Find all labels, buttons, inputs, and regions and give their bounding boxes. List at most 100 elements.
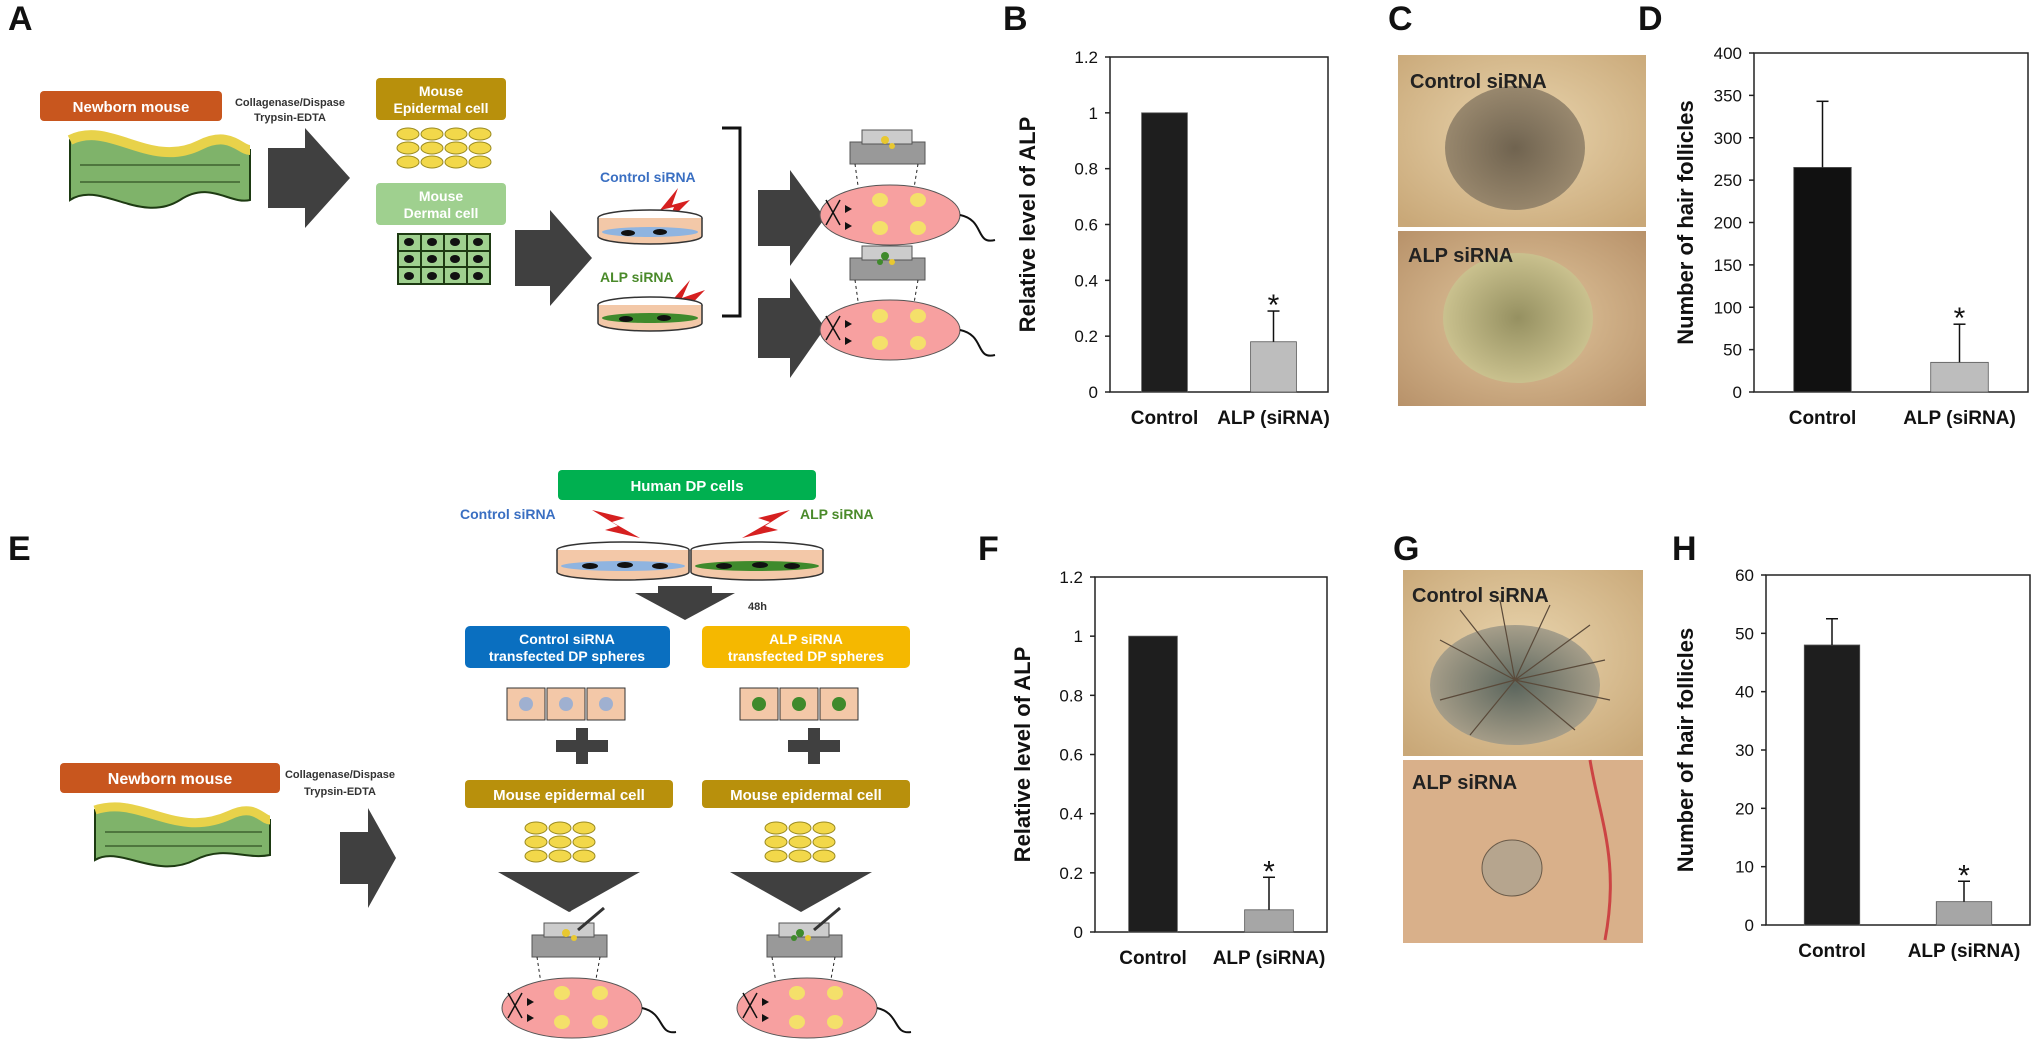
y-axis-label: Relative level of ALP	[1010, 647, 1035, 863]
y-tick-label: 0.4	[1074, 271, 1098, 290]
panel-label-g: G	[1393, 530, 1419, 568]
human-dp-box	[558, 470, 816, 500]
y-tick-label: 400	[1714, 44, 1742, 63]
photo-c: Control siRNA ALP siRNA	[1398, 55, 1646, 406]
alp-sirna-label-a: ALP siRNA	[600, 269, 674, 285]
graft-g-top	[1430, 625, 1600, 745]
skin-tissue-e	[93, 802, 272, 868]
y-tick-label: 250	[1714, 171, 1742, 190]
y-tick-label: 0.4	[1059, 805, 1083, 824]
panel-label-b: B	[1003, 0, 1028, 38]
y-tick-label: 0.2	[1074, 327, 1098, 346]
epidermal-label-a1: Mouse	[419, 83, 464, 99]
epidermal-cells-e-right	[764, 821, 836, 863]
control-sirna-label-a: Control siRNA	[600, 169, 696, 185]
newborn-mouse-box-e	[60, 763, 280, 793]
panel-label-c: C	[1388, 0, 1413, 38]
electroporation-bolt-e1	[592, 510, 640, 538]
bar-control	[1141, 112, 1188, 393]
control-spheres-label-2: transfected DP spheres	[489, 648, 645, 664]
y-tick-label: 1.2	[1059, 568, 1083, 587]
arrow-a3	[758, 170, 825, 266]
newborn-mouse-label-e: Newborn mouse	[108, 771, 233, 788]
x-category-label: ALP (siRNA)	[1908, 941, 2021, 962]
bar-control	[1793, 167, 1852, 393]
x-category-label: ALP (siRNA)	[1213, 948, 1326, 969]
epidermal-label-e-right: Mouse epidermal cell	[730, 787, 882, 804]
y-tick-label: 0	[1074, 923, 1083, 942]
plus-icon-left	[556, 728, 608, 764]
time-label: 48h	[748, 601, 767, 613]
graft-g-bottom	[1481, 839, 1543, 897]
x-category-label: ALP (siRNA)	[1217, 408, 1330, 429]
newborn-mouse-box-a	[40, 91, 222, 121]
panel-label-a: A	[8, 0, 33, 38]
bracket-a	[722, 126, 742, 318]
y-axis-label: Number of hair follicles	[1673, 100, 1698, 345]
bar-control	[1128, 635, 1178, 933]
y-tick-label: 300	[1714, 129, 1742, 148]
grafted-mouse-a2	[819, 245, 996, 361]
plus-icon-right	[788, 728, 840, 764]
panel-label-e: E	[8, 530, 31, 568]
significance-asterisk: *	[1268, 289, 1280, 322]
human-dp-label: Human DP cells	[630, 478, 743, 495]
enzyme-label-a2: Trypsin-EDTA	[254, 112, 326, 124]
significance-asterisk: *	[1954, 302, 1966, 335]
significance-asterisk: *	[1263, 855, 1275, 888]
vessel-g	[1588, 759, 1612, 941]
x-category-label: Control	[1131, 408, 1199, 429]
epidermal-cells-a	[396, 127, 492, 169]
y-tick-label: 50	[1723, 341, 1742, 360]
grafted-mouse-e2	[736, 906, 912, 1039]
dermal-label-a2: Dermal cell	[404, 205, 479, 221]
y-tick-label: 20	[1735, 799, 1754, 818]
electroporation-bolt-a1	[660, 188, 690, 222]
alp-sirna-label-e: ALP siRNA	[800, 506, 874, 522]
x-category-label: Control	[1119, 948, 1187, 969]
bar-alp	[1930, 361, 1989, 393]
y-tick-label: 0.8	[1059, 686, 1083, 705]
control-sirna-label-e: Control siRNA	[460, 506, 556, 522]
panel-label-f: F	[978, 530, 999, 568]
y-tick-label: 0	[1745, 916, 1754, 935]
epidermal-box-e-left	[465, 780, 673, 808]
y-tick-label: 10	[1735, 858, 1754, 877]
y-tick-label: 1	[1089, 104, 1098, 123]
epidermal-box-a	[376, 78, 506, 120]
arrow-e1	[340, 808, 396, 908]
dermal-label-a1: Mouse	[419, 188, 464, 204]
y-tick-label: 40	[1735, 683, 1754, 702]
y-tick-label: 60	[1735, 566, 1754, 585]
photo-g: Control siRNA ALP siRNA	[1403, 570, 1643, 943]
x-category-label: Control	[1798, 941, 1866, 962]
arrow-a2	[515, 210, 592, 306]
y-tick-label: 150	[1714, 256, 1742, 275]
enzyme-label-e2: Trypsin-EDTA	[304, 786, 376, 798]
panel-label-h: H	[1672, 530, 1697, 568]
alp-spheres-label-1: ALP siRNA	[769, 631, 843, 647]
epidermal-box-e-right	[702, 780, 910, 808]
bar-alp	[1935, 901, 1993, 926]
electroporation-bolt-e2	[742, 510, 790, 538]
dermal-cells-a	[397, 233, 491, 285]
y-axis-label: Number of hair follicles	[1673, 628, 1698, 873]
control-spheres-box	[465, 626, 670, 668]
photo-c-top-label: Control siRNA	[1410, 71, 1547, 93]
y-tick-label: 0.8	[1074, 160, 1098, 179]
x-category-label: ALP (siRNA)	[1903, 408, 2016, 429]
graft-c-top	[1445, 86, 1585, 210]
grafted-mouse-e1	[501, 906, 677, 1039]
alp-spheres-label-2: transfected DP spheres	[728, 648, 884, 664]
y-tick-label: 1	[1074, 627, 1083, 646]
schematic-e: Human DP cells Control siRNA ALP siRNA 4…	[60, 470, 912, 1039]
hair-shafts-g	[1439, 599, 1611, 736]
y-tick-label: 30	[1735, 741, 1754, 760]
y-axis-label: Relative level of ALP	[1015, 117, 1040, 333]
photo-c-bottom-label: ALP siRNA	[1408, 245, 1513, 267]
